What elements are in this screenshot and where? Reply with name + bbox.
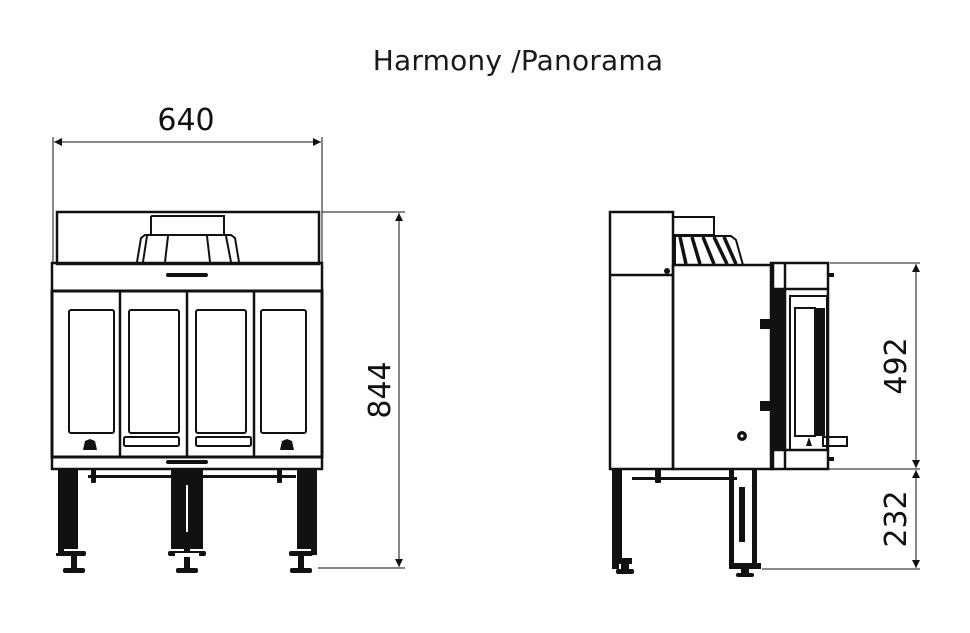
side-dimensions	[762, 262, 920, 570]
width-label: 640	[157, 103, 214, 138]
leg-height-label: 232	[879, 490, 914, 547]
door-height-label: 492	[879, 337, 914, 394]
front-view	[50, 137, 405, 573]
flue-collar	[136, 215, 240, 263]
side-legs	[612, 469, 761, 577]
side-view	[608, 210, 920, 577]
door-glass-panes	[68, 309, 307, 447]
door-knobs	[83, 439, 294, 450]
drawing-title: Harmony /Panorama	[372, 44, 664, 77]
height-dimension	[318, 211, 405, 569]
width-dimension	[52, 137, 323, 262]
height-label: 844	[363, 361, 398, 418]
side-door-frame	[760, 261, 848, 471]
